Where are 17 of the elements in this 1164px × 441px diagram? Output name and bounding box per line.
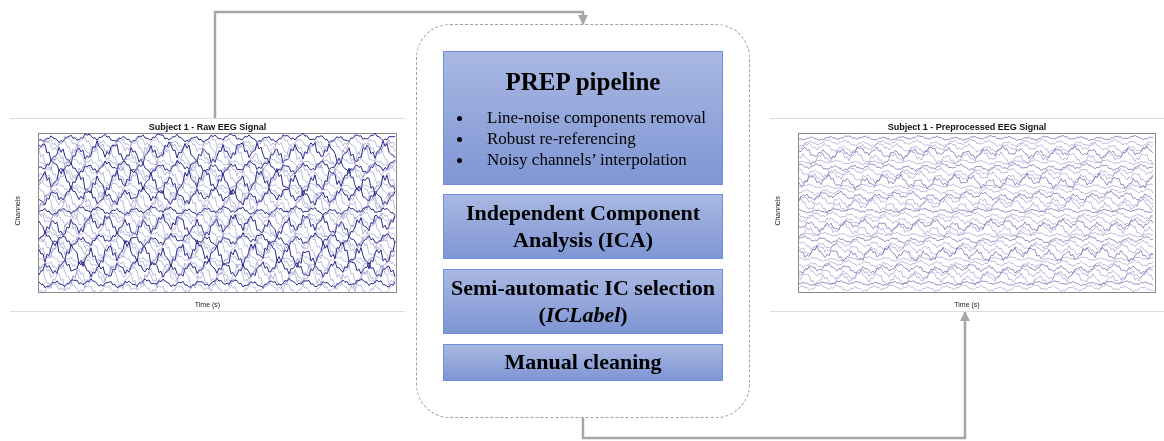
- process-box: [443, 194, 723, 259]
- arrow: [581, 311, 970, 440]
- box-heading: Independent Component Analysis (ICA): [464, 200, 702, 253]
- process-box: [443, 51, 723, 185]
- plot-title: Subject 1 - Preprocessed EEG Signal: [887, 122, 1047, 132]
- bullet-item: Line-noise components removal: [454, 106, 707, 128]
- process-box: [443, 344, 723, 381]
- process-box: [443, 269, 723, 334]
- dashed-container: [416, 24, 750, 418]
- box-heading: PREP pipeline: [505, 66, 661, 97]
- bullet-item: Robust re-referencing: [454, 127, 636, 149]
- eeg-plot-panel: [770, 118, 1164, 312]
- bullet-item: Noisy channels’ interpolation: [454, 148, 687, 170]
- arrow: [213, 10, 588, 118]
- plot-title: Subject 1 - Raw EEG Signal: [148, 122, 267, 132]
- box-heading: Manual cleaning: [504, 349, 662, 376]
- box-heading: Semi-automatic IC selection (ICLabel): [450, 275, 716, 328]
